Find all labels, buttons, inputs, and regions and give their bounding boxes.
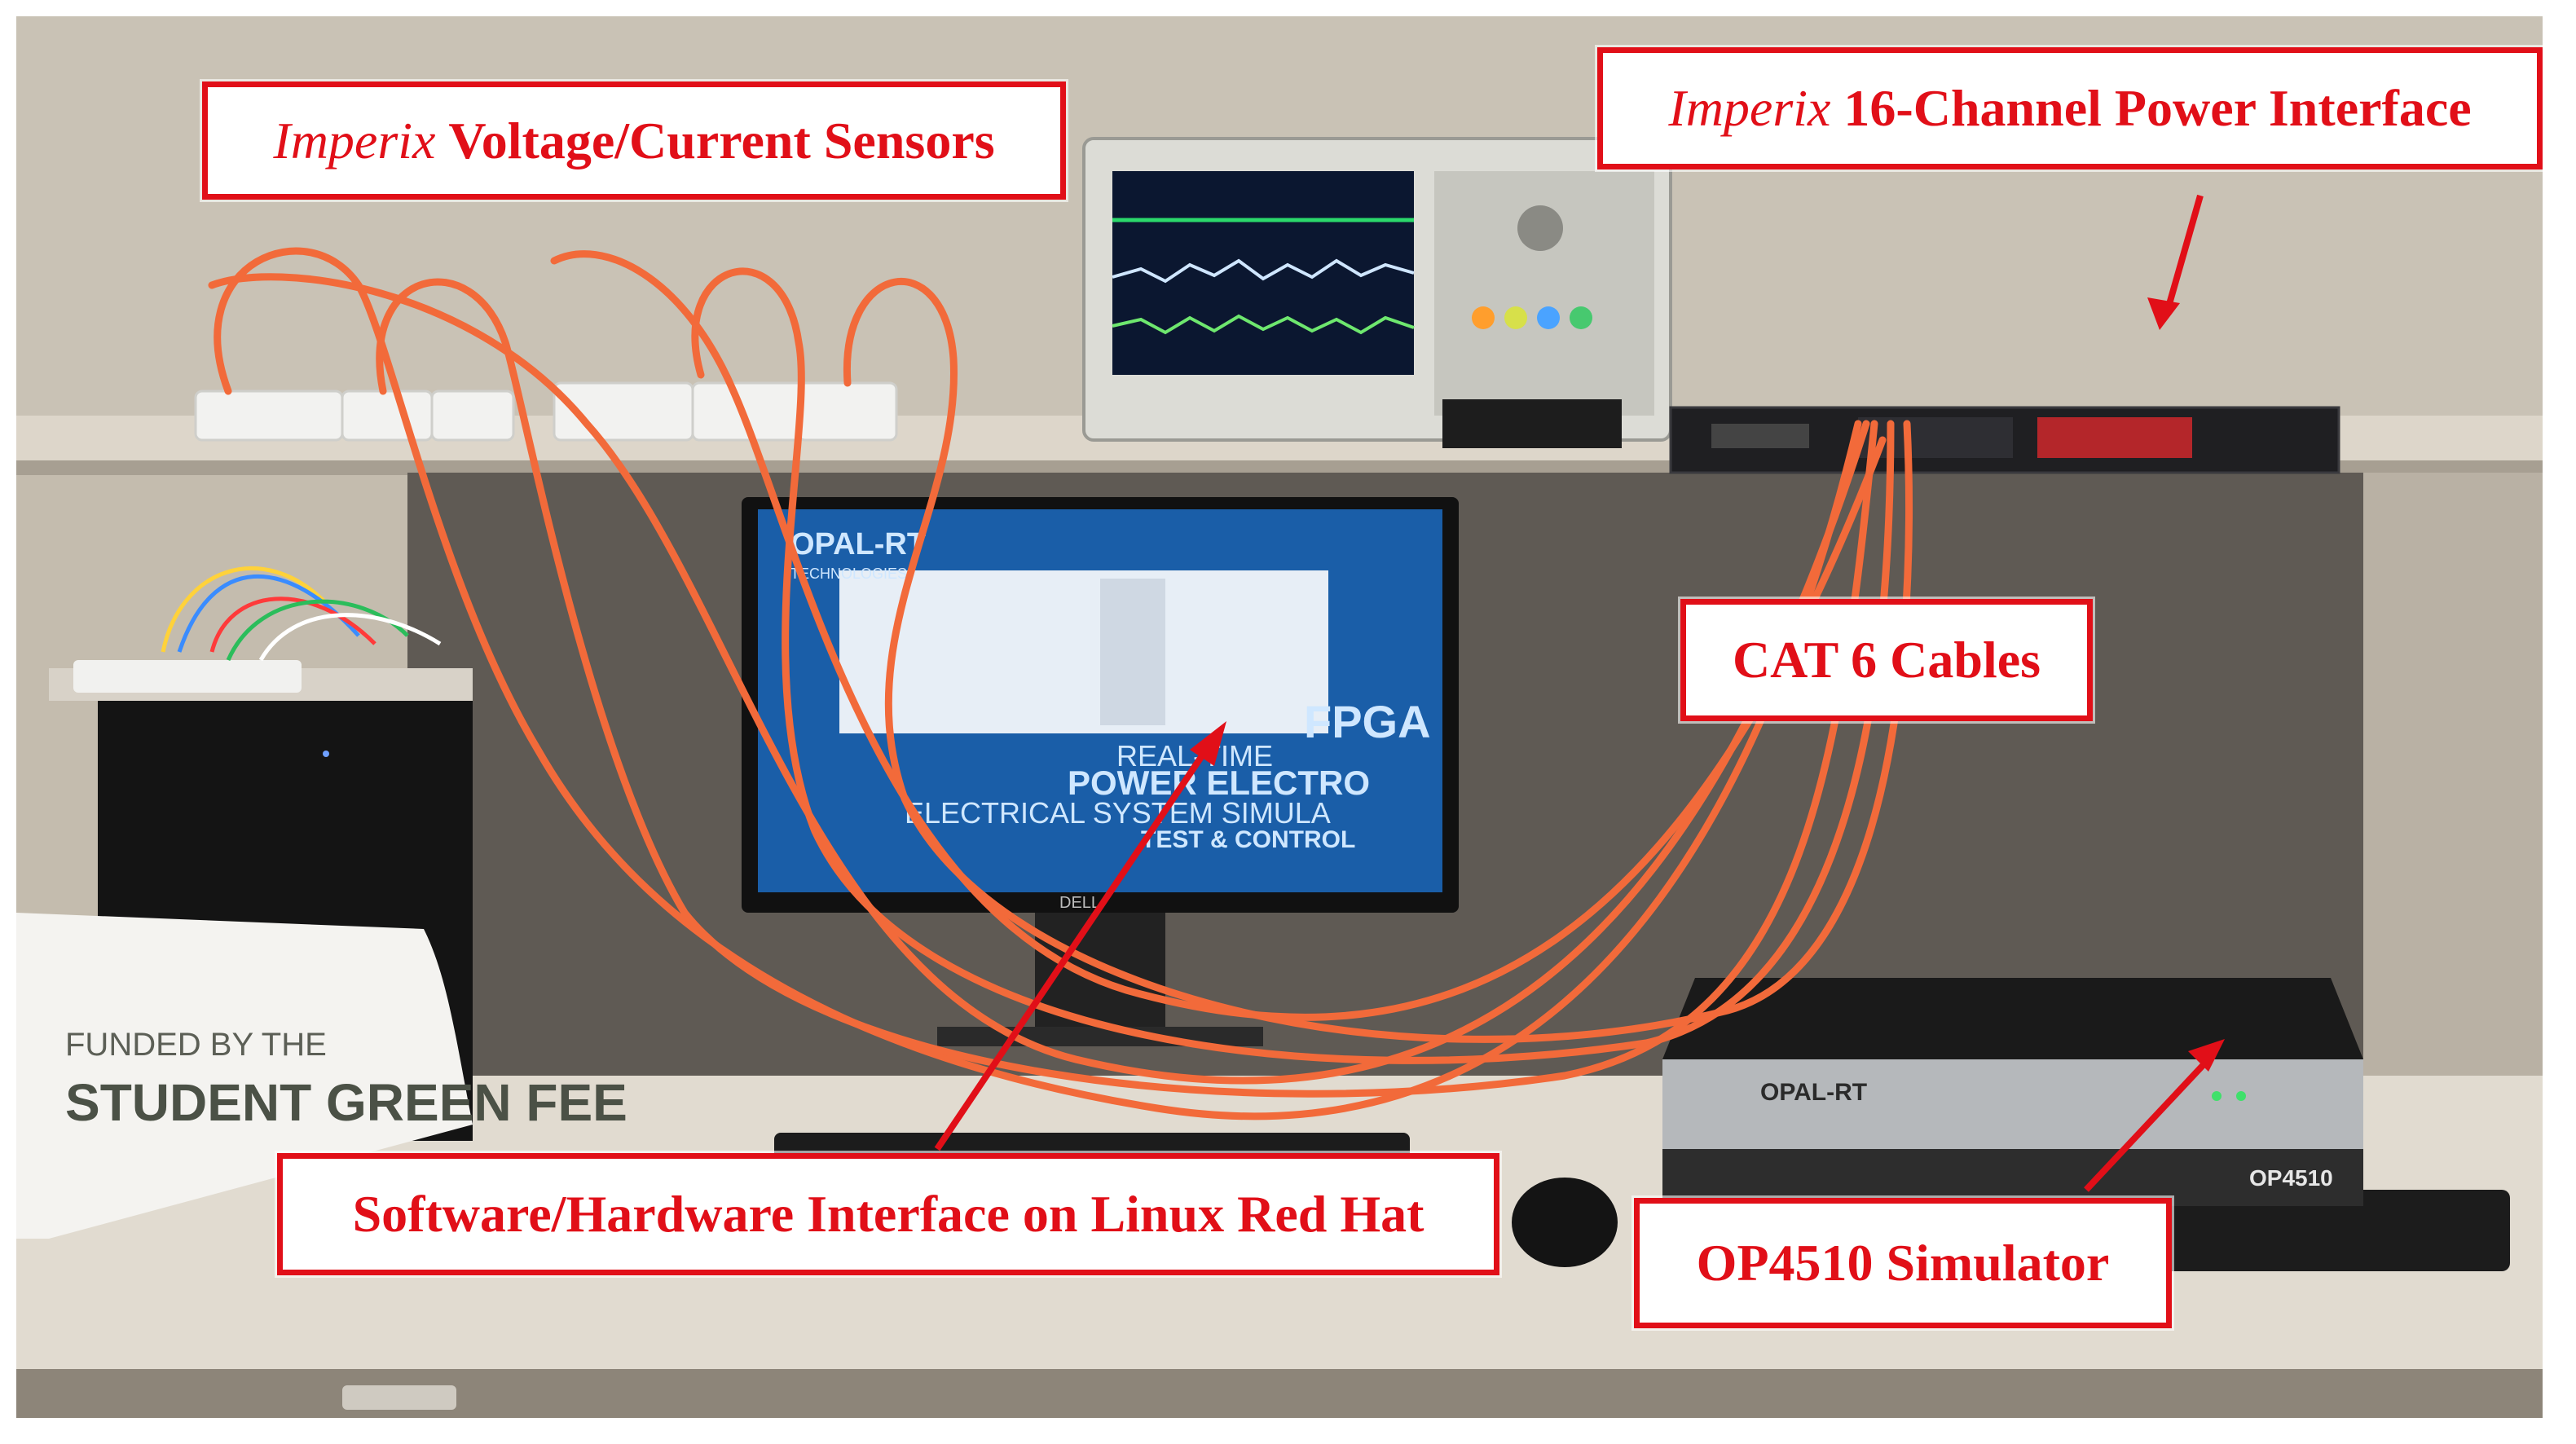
label-simulator-text: OP4510 Simulator: [1696, 1234, 2110, 1292]
label-power-interface-text: 16-Channel Power Interface: [1843, 79, 2472, 137]
label-cables: CAT 6 Cables: [1680, 599, 2093, 721]
power-interface-rack: [1669, 406, 2340, 474]
monitor-logo: OPAL-RT: [790, 527, 926, 561]
monitor-bg-line-4: TEST & CONTROL: [1141, 826, 1355, 853]
arrow-to-power-interface-head: [2147, 297, 2180, 330]
label-sensors-italic: Imperix: [273, 111, 436, 169]
monitor-bg-line-2: POWER ELECTRO: [1068, 764, 1370, 802]
arrow-to-monitor-head: [1190, 721, 1226, 766]
sign-line-2: STUDENT GREEN FEE: [65, 1073, 627, 1132]
label-simulator: OP4510 Simulator: [1634, 1198, 2172, 1328]
monitor-brand: DELL: [1059, 894, 1100, 912]
arrow-to-monitor: [934, 747, 1209, 1151]
lab-photo: FUNDED BY THE STUDENT GREEN FEE: [16, 16, 2543, 1418]
simulator-model: OP4510: [2249, 1165, 2333, 1191]
label-software: Software/Hardware Interface on Linux Red…: [277, 1153, 1499, 1275]
label-sensors: Imperix Voltage/Current Sensors: [202, 81, 1066, 200]
cat6-cables: [208, 247, 1913, 1120]
label-software-text: Software/Hardware Interface on Linux Red…: [352, 1185, 1425, 1243]
label-cables-text: CAT 6 Cables: [1732, 631, 2041, 689]
annotation-arrows: [934, 194, 2225, 1192]
label-power-interface: Imperix 16-Channel Power Interface: [1597, 47, 2543, 169]
arrow-to-power-interface: [2164, 194, 2204, 311]
keyboard-right: [2103, 1190, 2510, 1271]
op4510-simulator: OPAL-RT OP4510: [1662, 978, 2363, 1206]
simulator-logo: OPAL-RT: [1760, 1079, 1867, 1106]
label-power-interface-italic: Imperix: [1668, 79, 1831, 137]
mouse: [1512, 1178, 1618, 1267]
arrow-to-simulator-head: [2188, 1039, 2225, 1072]
arrow-to-simulator: [2084, 1057, 2211, 1192]
oscilloscope: [1082, 137, 1672, 448]
monitor-logo-sub: TECHNOLOGIES: [790, 566, 907, 582]
monitor-fpga-text: FPGA: [1304, 696, 1431, 747]
funded-sign: FUNDED BY THE STUDENT GREEN FEE: [16, 913, 627, 1239]
monitor-bg-line-3: ELECTRICAL SYSTEM SIMULA: [905, 796, 1331, 830]
monitor: OPAL-RT TECHNOLOGIES FPGA REAL-TIME POWE…: [742, 497, 1459, 1046]
sign-line-1: FUNDED BY THE: [65, 1027, 327, 1063]
label-sensors-text: Voltage/Current Sensors: [448, 111, 995, 169]
